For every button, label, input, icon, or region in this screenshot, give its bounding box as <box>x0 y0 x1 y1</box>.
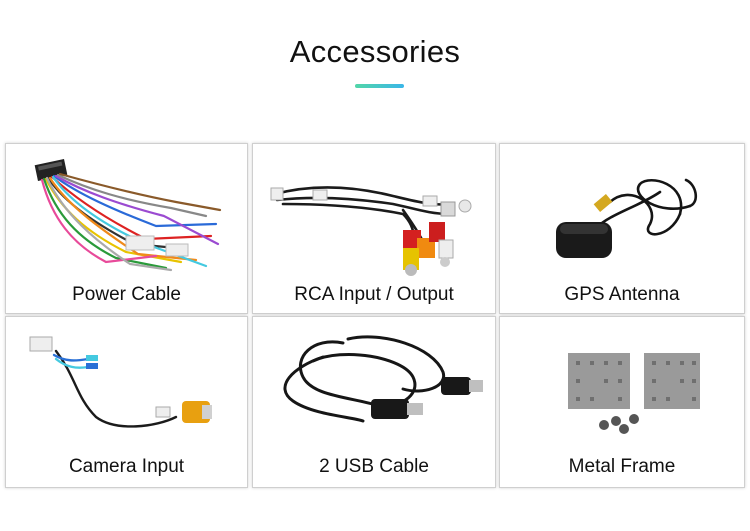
rca-cable-image <box>270 186 472 276</box>
accessory-card-rca: RCA Input / Output <box>252 143 496 314</box>
metal-frame-image <box>568 353 700 434</box>
gps-antenna-image <box>556 178 698 258</box>
accessory-label: GPS Antenna <box>564 284 680 305</box>
accessory-card-metal-frame: Metal Frame <box>499 316 745 488</box>
power-cable-image <box>34 159 222 272</box>
page-title: Accessories <box>289 34 461 69</box>
title-underline <box>355 84 404 88</box>
accessory-card-usb-cable: 2 USB Cable <box>252 316 496 488</box>
accessory-label: RCA Input / Output <box>294 284 454 305</box>
accessory-card-camera-input: Camera Input <box>5 316 248 488</box>
usb-cable-image <box>283 335 483 423</box>
accessory-label: Camera Input <box>68 456 185 477</box>
accessory-label: Metal Frame <box>568 456 676 477</box>
accessory-card-gps-antenna: GPS Antenna <box>499 143 745 314</box>
accessory-label: 2 USB Cable <box>319 456 429 477</box>
accessory-card-power-cable: Power Cable <box>5 143 248 314</box>
accessory-label: Power Cable <box>72 284 181 305</box>
camera-input-cable-image <box>29 336 212 428</box>
